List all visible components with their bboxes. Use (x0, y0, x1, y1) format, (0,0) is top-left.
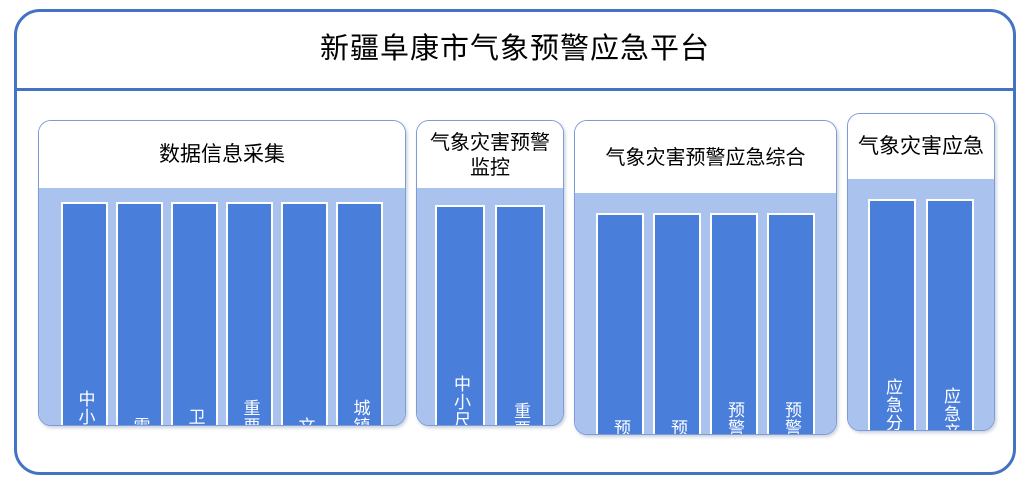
leaf-box[interactable]: 重要天气报 (495, 205, 545, 425)
group-disaster-emergency[interactable]: 气象灾害应急 应急分析与制作 应急产品查询 (847, 113, 995, 431)
leaf-box[interactable]: 应急产品查询 (926, 199, 974, 430)
group-body: 应急分析与制作 应急产品查询 (848, 179, 994, 430)
group-title: 气象灾害应急 (858, 133, 984, 158)
group-body: 中小尺度气象要素 重要天气报 (417, 188, 563, 425)
leaf-box[interactable]: 雷达图 (116, 202, 163, 425)
leaf-box[interactable]: 城镇电视报 (336, 202, 383, 425)
group-header: 气象灾害应急 (848, 114, 994, 179)
leaf-box[interactable]: 重要天气报 (226, 202, 273, 425)
group-data-collection[interactable]: 数据信息采集 中小尺度数据 雷达图 卫星云图 重要天气报 文字报 城镇电视报 (38, 120, 406, 426)
leaf-box[interactable]: 卫星云图 (171, 202, 218, 425)
group-header: 数据信息采集 (39, 121, 405, 188)
leaf-box[interactable]: 预警分析制作 (710, 213, 758, 434)
leaf-box[interactable]: 预警信息查询 (767, 213, 815, 434)
group-disaster-warning-monitoring[interactable]: 气象灾害预警监控 中小尺度气象要素 重要天气报 (416, 120, 564, 426)
group-body: 预警监控 预警发布 预警分析制作 预警信息查询 (575, 193, 836, 434)
group-body: 中小尺度数据 雷达图 卫星云图 重要天气报 文字报 城镇电视报 (39, 188, 405, 425)
leaf-box[interactable]: 预警监控 (596, 213, 644, 434)
group-title: 气象灾害预警应急综合 (605, 144, 806, 169)
group-header: 气象灾害预警监控 (417, 121, 563, 188)
leaf-box[interactable]: 文字报 (281, 202, 328, 425)
leaf-box[interactable]: 应急分析与制作 (868, 199, 916, 430)
group-warning-emergency-integrated[interactable]: 气象灾害预警应急综合 预警监控 预警发布 预警分析制作 预警信息查询 (574, 120, 837, 435)
leaf-box[interactable]: 中小尺度气象要素 (435, 205, 485, 425)
platform-title-bar: 新疆阜康市气象预警应急平台 (14, 9, 1016, 91)
group-title: 数据信息采集 (159, 141, 285, 166)
group-header: 气象灾害预警应急综合 (575, 121, 836, 193)
group-title: 气象灾害预警监控 (430, 130, 550, 179)
page-title: 新疆阜康市气象预警应急平台 (319, 31, 710, 65)
leaf-box[interactable]: 预警发布 (653, 213, 701, 434)
leaf-box[interactable]: 中小尺度数据 (61, 202, 108, 425)
